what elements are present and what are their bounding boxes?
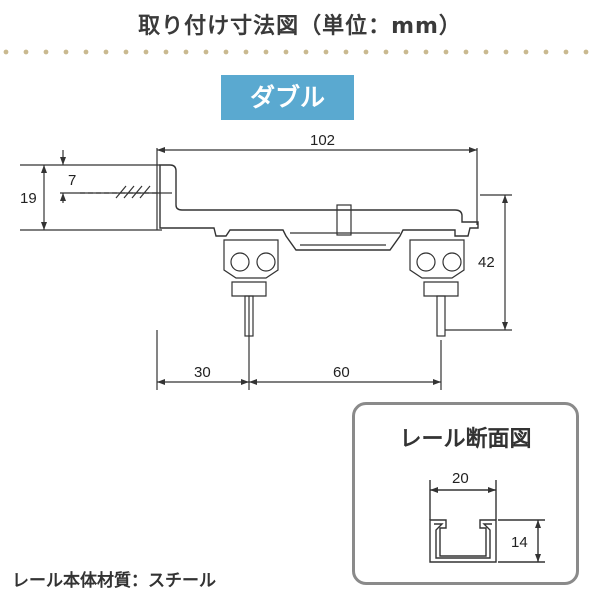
dim-inner-offset: 30 xyxy=(194,364,211,381)
dim-bracket-inner: 7 xyxy=(68,172,77,189)
dim-rail-spacing: 60 xyxy=(333,364,350,381)
type-badge: ダブル xyxy=(221,75,354,120)
material-note: レール本体材質：スチール xyxy=(12,571,216,591)
page-title: 取り付け寸法図（単位：mm） xyxy=(138,14,462,39)
dotted-divider xyxy=(3,49,589,55)
dim-bracket-height: 19 xyxy=(20,190,37,207)
dim-rail-height: 14 xyxy=(511,534,528,551)
rail-section-title: レール断面図 xyxy=(399,427,532,452)
dim-total-width: 102 xyxy=(310,132,336,149)
dim-overall-height: 42 xyxy=(478,254,495,271)
rail-section-panel: レール断面図 xyxy=(352,402,579,585)
dim-rail-width: 20 xyxy=(452,470,469,487)
